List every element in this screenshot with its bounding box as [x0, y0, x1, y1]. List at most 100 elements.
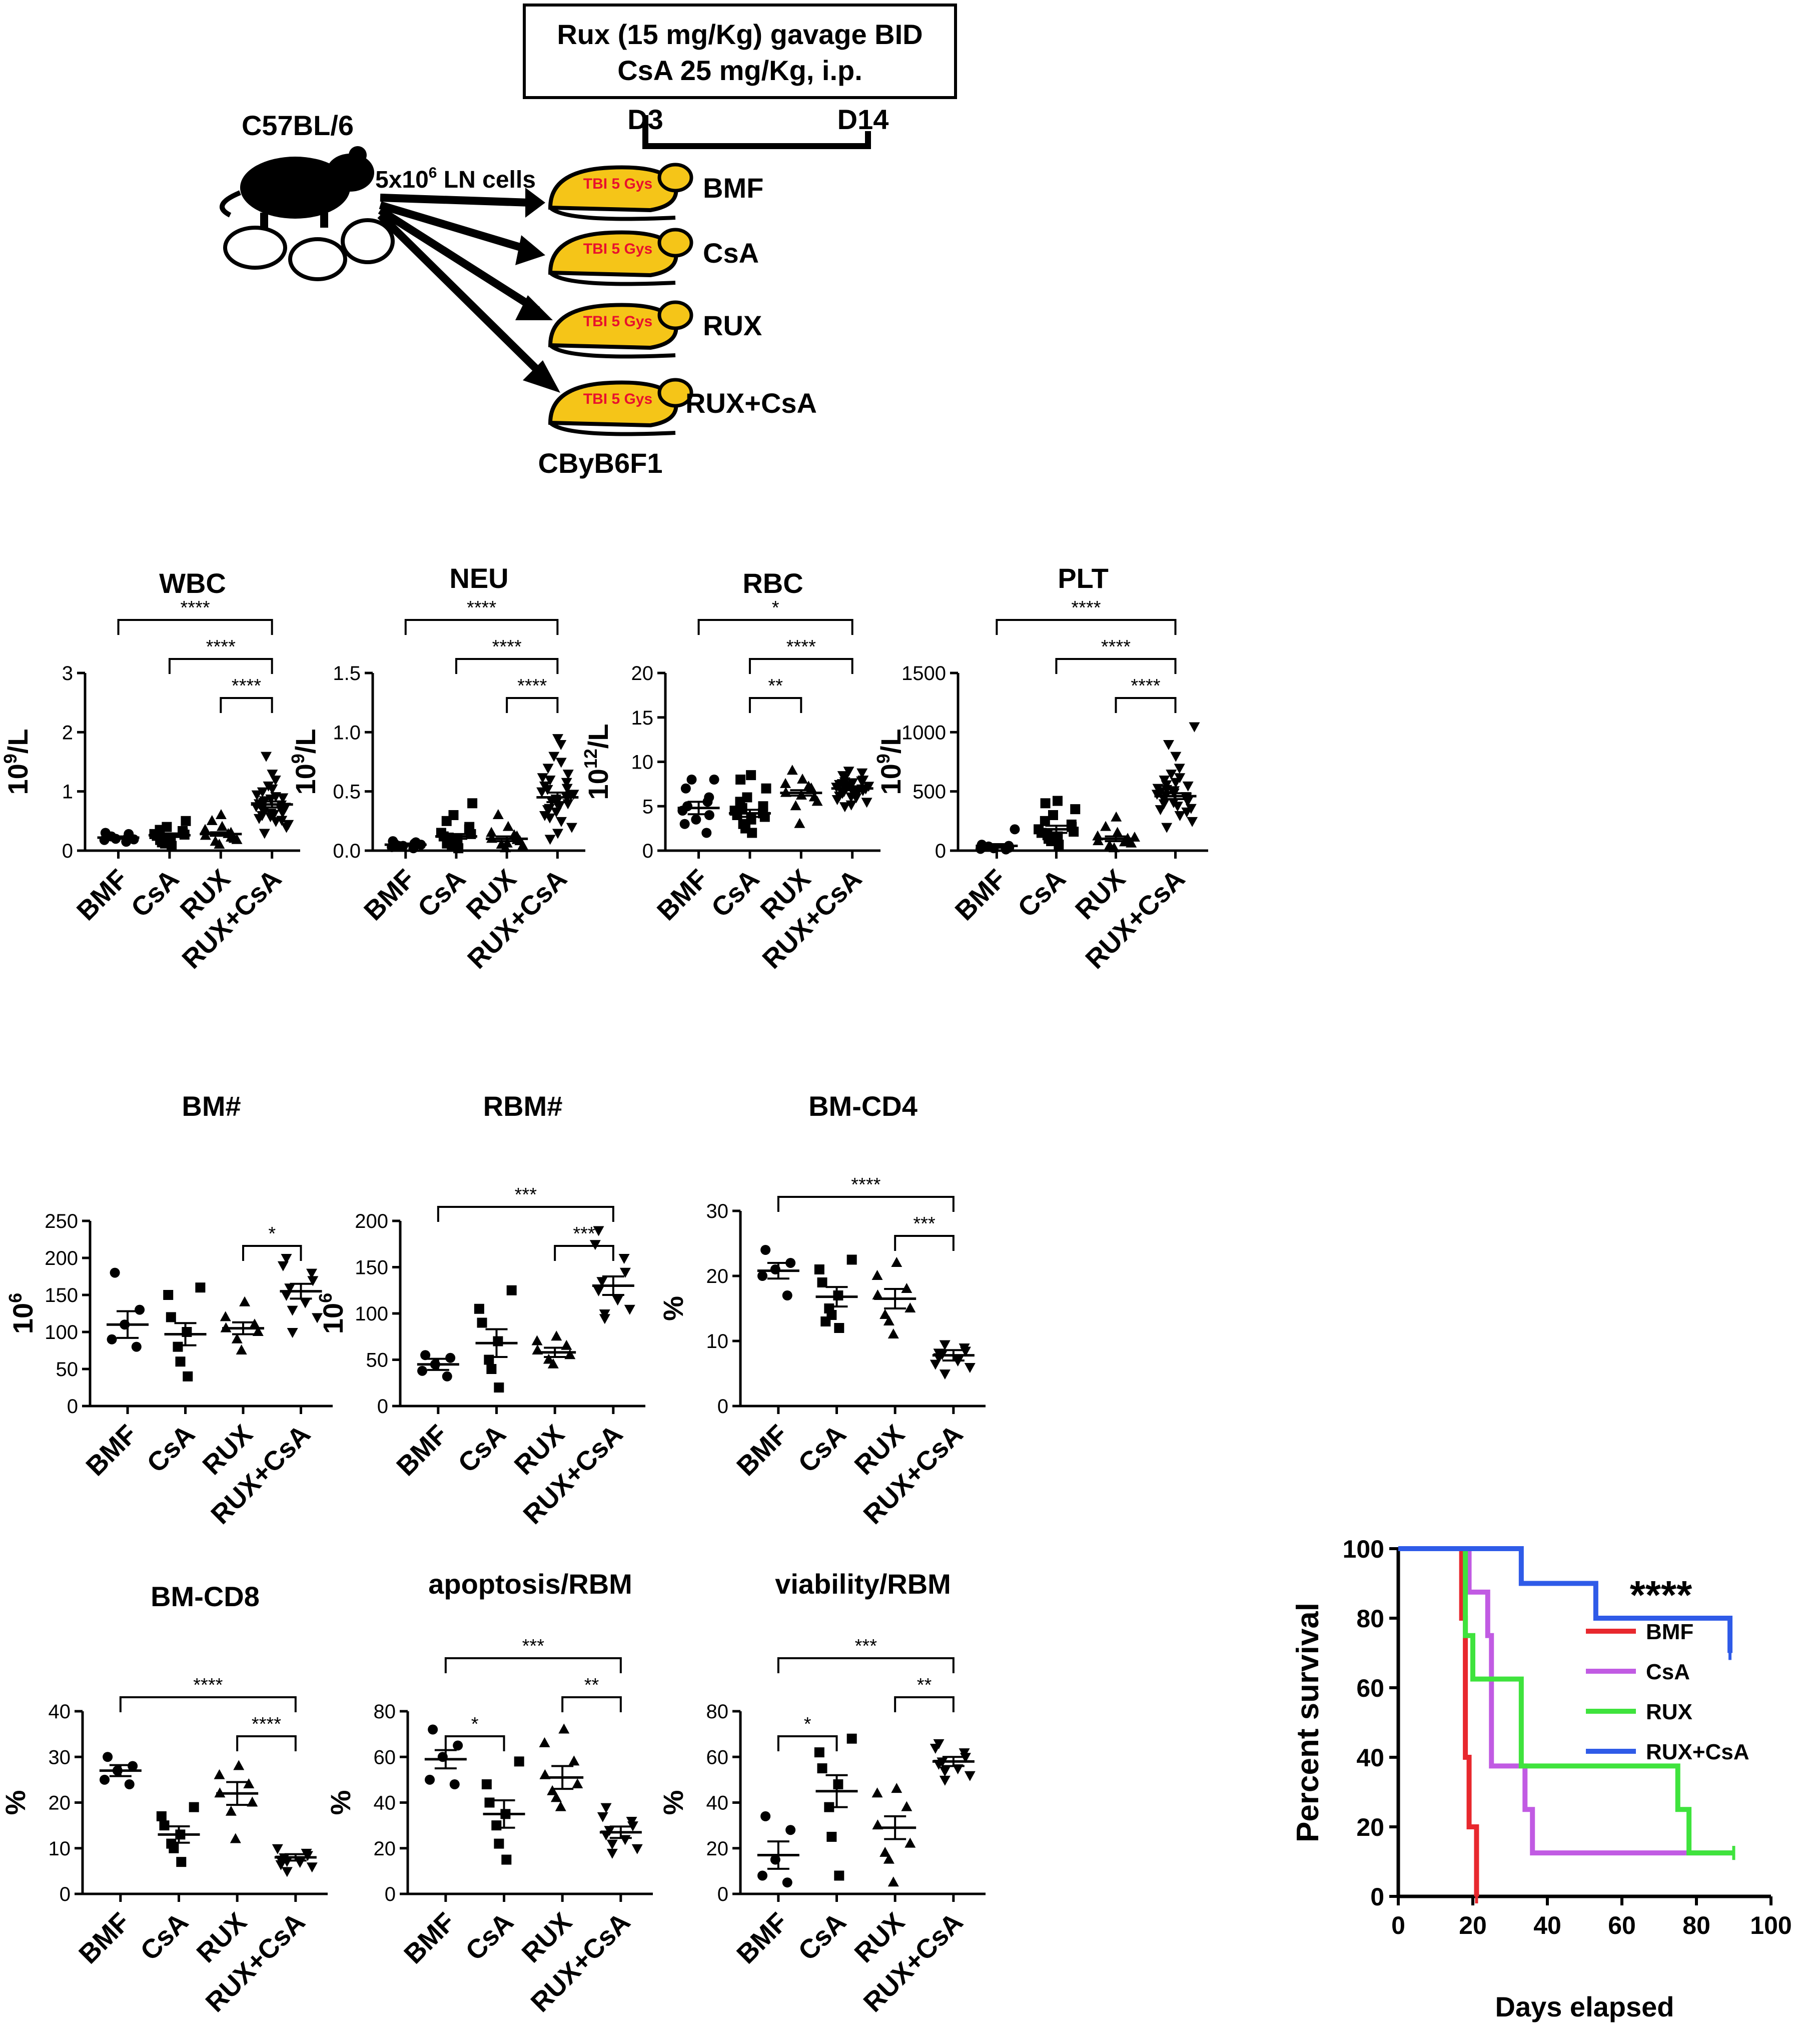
chart-title: PLT: [1058, 562, 1109, 594]
significance-bracket: [444, 1657, 622, 1673]
y-axis-label: %: [325, 1790, 356, 1815]
y-tick-label: 0: [385, 1883, 396, 1905]
x-tick-label: CsA: [1012, 864, 1072, 923]
data-point: [544, 776, 556, 786]
scatter-panels: WBC0123109/LBMFCsARUXRUX+CsA************…: [0, 562, 1208, 2018]
data-point: [281, 1867, 293, 1877]
data-point: [124, 1779, 135, 1789]
data-point: [425, 1774, 435, 1785]
data-point: [606, 1839, 618, 1850]
data-point: [861, 798, 872, 808]
y-label-sup: 9: [288, 754, 308, 764]
y-label-base: 10: [582, 769, 614, 800]
data-point: [566, 823, 577, 833]
chart-title: BM#: [182, 1090, 241, 1122]
significance-label: *: [804, 1714, 811, 1735]
data-point: [539, 1737, 550, 1747]
data-point: [477, 1317, 487, 1328]
data-point: [1189, 722, 1200, 733]
transfer-arrows: [377, 188, 560, 393]
data-point: [843, 767, 854, 777]
y-tick-label: 0.5: [333, 781, 361, 803]
tbi-label: TBI 5 Gys: [583, 176, 652, 192]
data-point: [491, 1820, 502, 1831]
data-point: [442, 1371, 452, 1382]
y-tick-label: 0: [60, 1883, 71, 1905]
data-point: [746, 770, 756, 781]
data-point: [1174, 764, 1185, 774]
data-point: [544, 813, 556, 824]
y-tick-label: 0: [1370, 1883, 1384, 1911]
data-point: [1054, 840, 1064, 850]
significance-bracket: [554, 1245, 614, 1261]
data-point: [883, 1315, 894, 1325]
significance-label: *: [471, 1714, 479, 1735]
y-tick-label: 2: [62, 722, 73, 744]
data-point: [939, 1775, 951, 1786]
data-point: [905, 1837, 916, 1848]
significance-label: ***: [855, 1636, 877, 1657]
data-point: [939, 1370, 951, 1380]
legend-label: RUX+CsA: [1646, 1740, 1749, 1764]
data-point: [933, 1739, 945, 1749]
mouse-head: [657, 300, 693, 330]
data-point: [680, 783, 691, 794]
recipient-mouse-icon: TBI 5 Gys: [548, 163, 693, 221]
donor-mouse-icon: [220, 146, 374, 228]
data-point: [887, 1876, 899, 1887]
data-point: [252, 1326, 264, 1336]
data-point: [887, 1328, 899, 1338]
y-tick-label: 30: [49, 1746, 71, 1768]
significance-label: ****: [517, 675, 547, 697]
x-tick-label: CsA: [792, 1907, 852, 1966]
data-point: [785, 1258, 796, 1268]
data-point: [883, 1853, 894, 1864]
significance-label: ****: [786, 636, 816, 657]
recipient-label: CByB6F1: [538, 447, 663, 479]
mouse-head: [657, 228, 693, 258]
x-tick-label: 20: [1459, 1911, 1487, 1939]
data-point: [1163, 740, 1174, 750]
data-point: [162, 822, 172, 832]
data-point: [1048, 810, 1058, 820]
tbi-label: TBI 5 Gys: [583, 241, 652, 257]
y-tick-label: 50: [366, 1349, 389, 1372]
x-tick-label: CsA: [126, 864, 185, 923]
y-label-base: %: [657, 1296, 689, 1321]
significance-label: ***: [573, 1223, 595, 1244]
data-point: [259, 829, 270, 839]
x-tick-label: BMF: [391, 1419, 453, 1482]
data-point: [757, 1271, 768, 1281]
y-tick-label: 10: [631, 752, 654, 774]
data-point: [537, 773, 548, 784]
y-tick-label: 200: [355, 1210, 388, 1232]
data-point: [606, 1848, 618, 1859]
x-tick-label: BMF: [73, 1907, 136, 1969]
data-point: [1070, 804, 1081, 815]
data-point: [901, 1801, 913, 1811]
mouse-tail: [549, 271, 676, 286]
significance-bracket: [220, 697, 273, 713]
data-point: [542, 785, 553, 795]
chart-title: RBC: [742, 567, 803, 599]
mouse-tail: [549, 206, 676, 221]
data-point: [552, 829, 563, 839]
data-point: [277, 1261, 289, 1271]
chart-title: RBM#: [483, 1090, 563, 1122]
data-point: [626, 1817, 637, 1827]
data-point: [550, 1792, 562, 1802]
data-point: [420, 1350, 431, 1360]
significance-bracket: [996, 619, 1177, 635]
data-point: [517, 840, 529, 850]
data-point: [846, 1733, 857, 1744]
data-point: [933, 1348, 945, 1359]
data-point: [814, 1264, 824, 1274]
significance-label: ***: [515, 1184, 537, 1205]
data-point: [1170, 752, 1182, 762]
data-point: [531, 1335, 543, 1345]
data-point: [597, 1812, 608, 1822]
y-tick-label: 0.0: [333, 840, 361, 862]
data-point: [558, 1723, 570, 1734]
